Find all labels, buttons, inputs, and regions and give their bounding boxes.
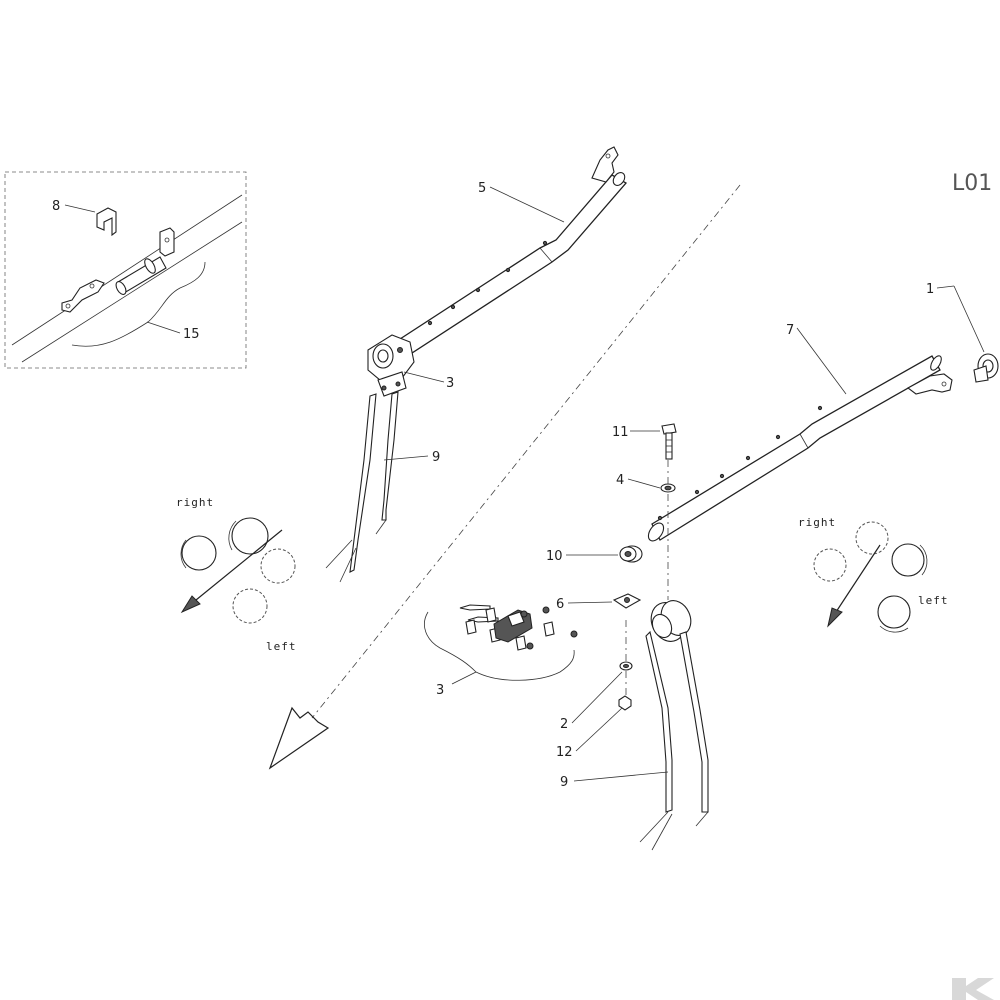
travel-direction-axis	[268, 184, 741, 770]
plug-10	[619, 545, 643, 563]
lock-pin-1	[973, 353, 999, 383]
callout-3-upper: 3	[446, 376, 454, 391]
callout-9-upper: 9	[432, 450, 440, 465]
rotation-right-left-label: left	[918, 594, 949, 607]
rotation-right-right-label: right	[798, 516, 836, 529]
detail-inset: 8 15	[4, 171, 247, 369]
callout-15: 15	[183, 327, 200, 342]
rotation-diagram-right: right left	[798, 516, 949, 633]
callout-10: 10	[546, 549, 563, 564]
clamp-plate-6	[612, 593, 642, 609]
callout-7: 7	[786, 323, 794, 338]
callout-1: 1	[926, 282, 934, 297]
tine-9-upper	[325, 391, 399, 583]
bracket-part	[61, 279, 105, 313]
callout-3-lower: 3	[436, 683, 444, 698]
callout-4: 4	[616, 473, 624, 488]
callout-5: 5	[478, 181, 486, 196]
callout-9-lower: 9	[560, 775, 568, 790]
rotation-left-right-label: right	[176, 496, 214, 509]
callout-11: 11	[612, 425, 629, 440]
clip-part-8	[96, 207, 117, 237]
nut-12	[618, 695, 632, 711]
brand-logo-icon	[952, 978, 994, 1000]
sheet-code: L01	[952, 171, 992, 196]
rotation-diagram-left: right left	[176, 496, 297, 653]
rotor-arm-5	[367, 146, 628, 397]
callout-12: 12	[556, 745, 573, 760]
clamp-kit-3	[424, 604, 578, 681]
callout-6: 6	[556, 597, 564, 612]
tine-9-lower	[639, 600, 709, 851]
rotor-arm-7	[647, 355, 953, 542]
washer-2	[619, 661, 633, 671]
callout-8: 8	[52, 199, 60, 214]
callout-2: 2	[560, 717, 568, 732]
bolt-11	[661, 423, 677, 460]
rotation-left-left-label: left	[266, 640, 297, 653]
